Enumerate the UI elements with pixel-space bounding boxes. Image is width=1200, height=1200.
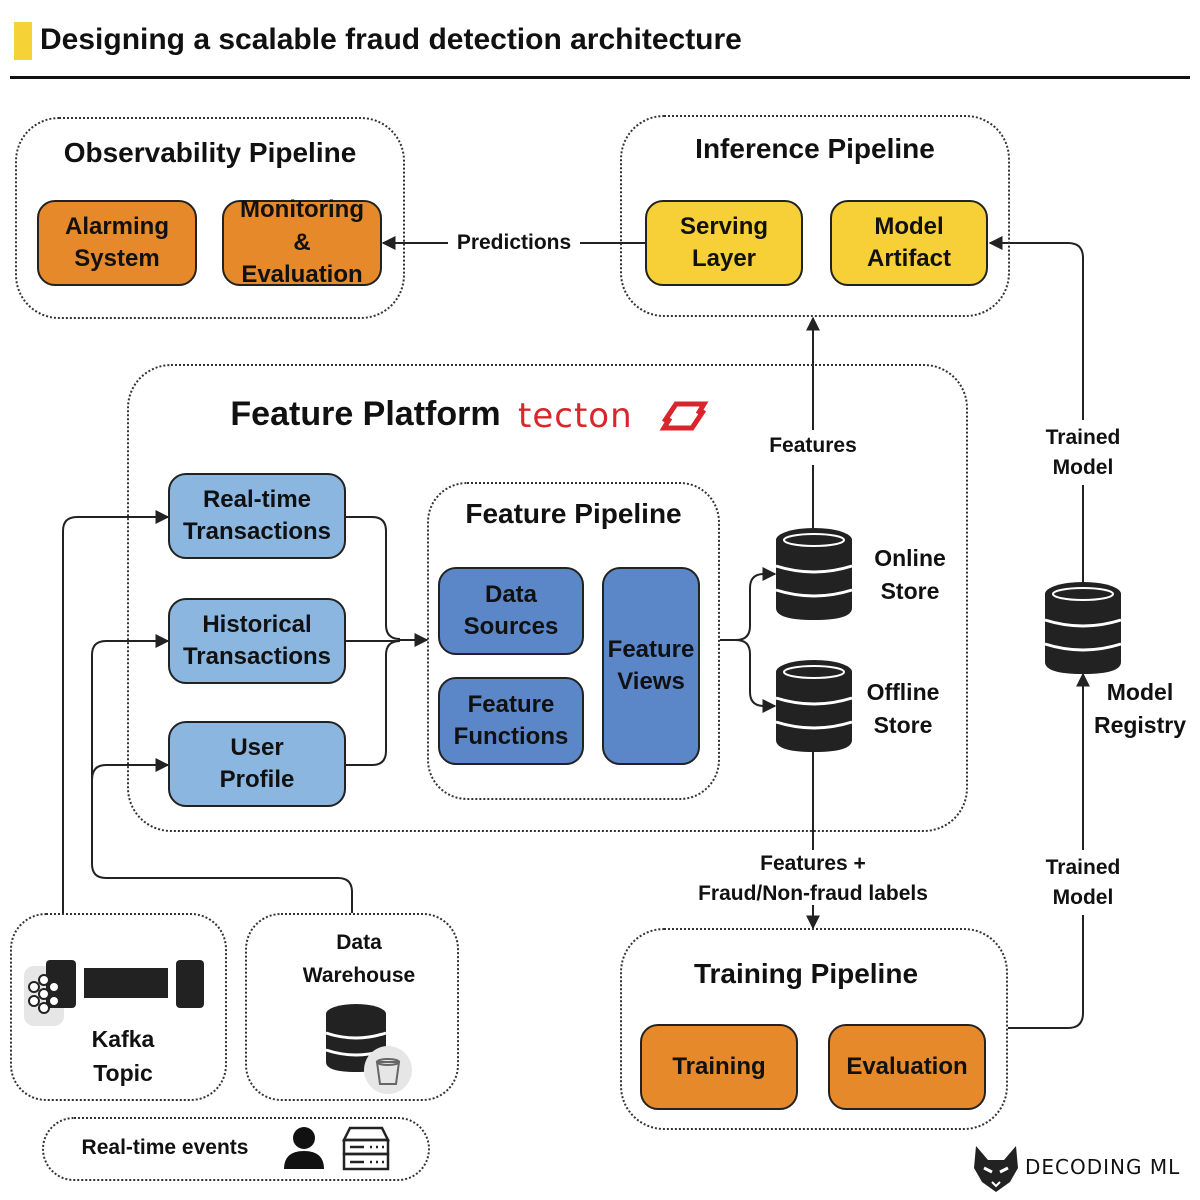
bucket-icon bbox=[364, 1046, 412, 1094]
training-pipeline-title: Training Pipeline bbox=[693, 958, 919, 989]
feature-views-box: Feature Views bbox=[602, 567, 700, 765]
model-artifact-box: Model Artifact bbox=[830, 200, 988, 286]
user-profile-box: User Profile bbox=[168, 721, 346, 807]
evaluation-box: Evaluation bbox=[828, 1024, 986, 1110]
observability-pipeline-title: Observability Pipeline bbox=[63, 137, 357, 168]
realtime-transactions-box: Real-time Transactions bbox=[168, 473, 346, 559]
predictions-label: Predictions bbox=[456, 231, 572, 254]
offline-store-database-icon bbox=[775, 660, 853, 752]
features-labels-label: Features + Fraud/Non-fraud labels bbox=[698, 852, 928, 905]
feature-pipeline-group bbox=[427, 482, 720, 800]
training-pipeline-group bbox=[620, 928, 1008, 1130]
profile-merge-line bbox=[346, 640, 401, 766]
feature-pipeline-title: Feature Pipeline bbox=[465, 498, 682, 529]
realtime-events-group bbox=[42, 1117, 430, 1181]
user-icon bbox=[284, 1127, 324, 1169]
inference-pipeline-group bbox=[620, 115, 1010, 317]
data-sources-box: Data Sources bbox=[438, 567, 584, 655]
model-registry-database-icon bbox=[1044, 582, 1122, 674]
training-to-registry-arrow bbox=[1008, 674, 1083, 1029]
page-title: Designing a scalable fraud detection arc… bbox=[40, 23, 742, 56]
monitoring-evaluation-box: Monitoring & Evaluation bbox=[222, 196, 382, 288]
alarming-system-box: Alarming System bbox=[37, 200, 197, 286]
warehouse-to-profile-arrow bbox=[91, 758, 170, 781]
feature-platform-title: Feature Platform bbox=[230, 395, 501, 433]
features-label: Features bbox=[769, 434, 857, 457]
tecton-logo-text: tecton bbox=[518, 396, 633, 436]
online-store-label: Online Store bbox=[874, 545, 946, 604]
serving-layer-box: Serving Layer bbox=[645, 200, 803, 286]
registry-to-artifact-arrow bbox=[990, 243, 1084, 583]
data-warehouse-label: Data Warehouse bbox=[302, 931, 416, 987]
realtime-events-label: Real-time events bbox=[81, 1136, 249, 1159]
title-divider bbox=[10, 76, 1190, 79]
online-store-database-icon bbox=[775, 528, 853, 620]
warehouse-line bbox=[91, 634, 353, 913]
realtime-merge-line bbox=[346, 516, 401, 640]
warehouse-database-icon bbox=[325, 1004, 412, 1094]
model-registry-label: Model Registry bbox=[1093, 679, 1187, 738]
trained-model-label-bottom: Trained Model bbox=[1045, 856, 1121, 909]
to-online-store-arrow bbox=[720, 567, 777, 641]
server-icon bbox=[342, 1126, 390, 1171]
offline-store-label: Offline Store bbox=[866, 679, 940, 738]
training-box: Training bbox=[640, 1024, 798, 1110]
to-offline-store-arrow bbox=[720, 639, 777, 713]
kafka-topic-label: Kafka Topic bbox=[91, 1026, 155, 1086]
title-accent-bar bbox=[14, 22, 32, 60]
feature-platform-group bbox=[127, 364, 968, 832]
kafka-icon bbox=[24, 960, 204, 1026]
kafka-topic-group bbox=[10, 913, 227, 1101]
wolf-logo-icon bbox=[974, 1146, 1018, 1192]
tecton-logo-icon bbox=[659, 401, 709, 431]
decoding-ml-brand: DECODING ML bbox=[1025, 1155, 1181, 1179]
observability-pipeline-group bbox=[15, 117, 405, 319]
trained-model-label-top: Trained Model bbox=[1045, 426, 1121, 479]
kafka-to-realtime-arrow bbox=[62, 510, 170, 913]
feature-functions-box: Feature Functions bbox=[438, 677, 584, 765]
historical-transactions-box: Historical Transactions bbox=[168, 598, 346, 684]
data-warehouse-group bbox=[245, 913, 459, 1101]
inference-pipeline-title: Inference Pipeline bbox=[695, 133, 935, 164]
